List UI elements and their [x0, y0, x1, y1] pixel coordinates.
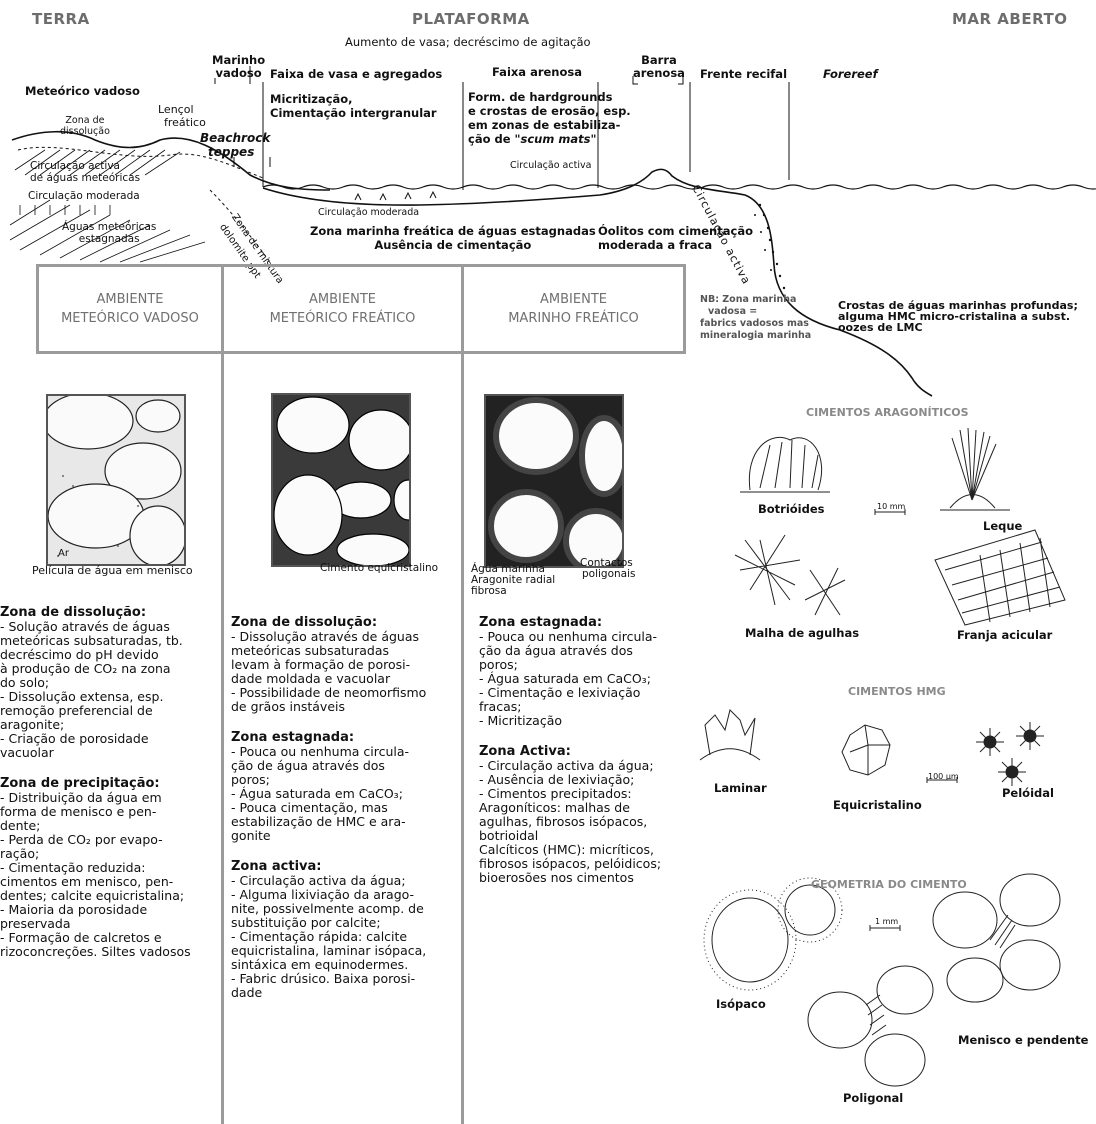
label-zona-marinha-freatica: Zona marinha freática de águas estagnada… — [310, 224, 596, 252]
column-divider-1 — [221, 354, 224, 1124]
zone-forereef: Forereef — [823, 67, 878, 81]
label-circulacao-moderada-left: Circulação moderada — [28, 191, 140, 202]
section-vadoso-precipitacao: Zona de precipitação: - Distribuição da … — [0, 776, 220, 959]
column-marinho: Zona estagnada: - Pouca ou nenhuma circu… — [479, 615, 699, 901]
label-scum-mats: "scum mats" — [515, 132, 597, 146]
section-freatico-activa: Zona activa: - Circulação activa da água… — [231, 859, 459, 1000]
cement-equicristalino: Equicristalino — [833, 798, 922, 812]
photo-freatico — [271, 393, 411, 567]
label-meteorico-vadoso: Meteórico vadoso — [25, 84, 140, 98]
section-marinho-estagnada: Zona estagnada: - Pouca ou nenhuma circu… — [479, 615, 699, 728]
cement-peloidal: Pelóidal — [1002, 786, 1054, 800]
column-freatico: Zona de dissolução: - Dissolução através… — [231, 615, 459, 1016]
cement-menisco-pendente: Menisco e pendente — [958, 1033, 1088, 1047]
photo-marinho — [484, 394, 624, 568]
label-crostas: Crostas de águas marinhas profundas;algu… — [838, 300, 1078, 333]
cements-hmg-title: CIMENTOS HMG — [848, 685, 946, 698]
photo-vadoso — [46, 394, 186, 566]
cement-isopaco: Isópaco — [716, 997, 766, 1011]
label-micritizacao: Micritização,Cimentação intergranular — [270, 92, 437, 120]
cement-malha-agulhas: Malha de agulhas — [745, 626, 859, 640]
cement-laminar: Laminar — [714, 781, 767, 795]
cement-leque: Leque — [983, 519, 1022, 533]
section-vadoso-dissolucao: Zona de dissolução: - Solução através de… — [0, 605, 220, 760]
nb-note: NB: Zona marinha vadosa = fabrics vadoso… — [700, 294, 811, 342]
section-freatico-dissolucao: Zona de dissolução: - Dissolução através… — [231, 615, 459, 714]
section-marinho-activa: Zona Activa: - Circulação activa da água… — [479, 744, 699, 885]
cement-scale-100um: 100 µm — [928, 771, 959, 782]
cement-franja-acicular: Franja acicular — [957, 628, 1052, 642]
label-circulacao-moderada-center: Circulação moderada — [318, 207, 419, 218]
section-freatico-estagnada: Zona estagnada: - Pouca ou nenhuma circu… — [231, 730, 459, 843]
caption-vadoso: Película de água em menisco — [32, 565, 193, 576]
zone-faixa-arenosa: Faixa arenosa — [492, 65, 582, 79]
cement-scale-1mm: 1 mm — [875, 916, 898, 927]
cement-botrioides: Botrióides — [758, 502, 825, 516]
column-vadoso: Zona de dissolução: - Solução através de… — [0, 605, 220, 975]
zone-faixa-vasa: Faixa de vasa e agregados — [270, 67, 442, 81]
label-hardgrounds: Form. de hardgrounds e crostas de erosão… — [468, 90, 631, 146]
cements-aragoniticos-title: CIMENTOS ARAGONÍTICOS — [806, 406, 969, 419]
zone-frente-recifal: Frente recifal — [700, 67, 787, 81]
photo-vadoso-ar: Ar — [58, 548, 69, 559]
column-divider-2 — [461, 354, 464, 1124]
cement-scale-10mm: 10 mm — [877, 501, 905, 512]
cements-geometria-title: GEOMETRIA DO CIMENTO — [811, 878, 967, 891]
label-circulacao-activa: Circulação activa — [510, 160, 591, 171]
caption-freatico: Cimento equicristalino — [320, 563, 438, 574]
cement-poligonal: Poligonal — [843, 1091, 903, 1105]
